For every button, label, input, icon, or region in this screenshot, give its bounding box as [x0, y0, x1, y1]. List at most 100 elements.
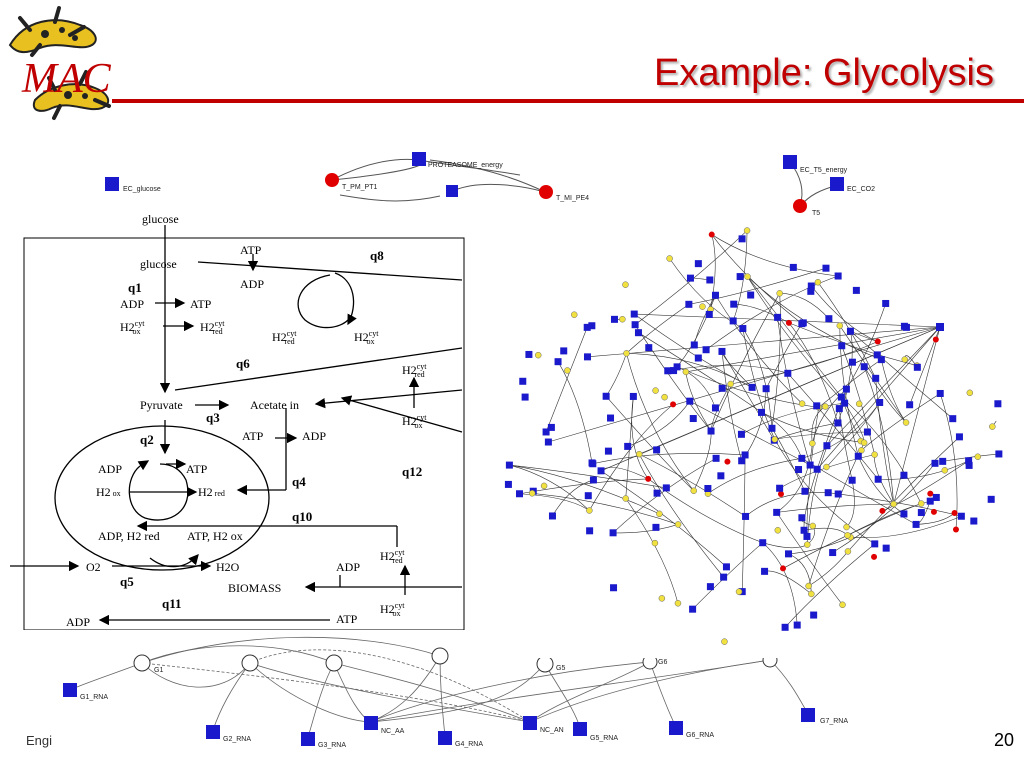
network-edge [592, 452, 746, 465]
network-node-square [776, 484, 784, 492]
network-node-square [741, 451, 749, 459]
node-label: NC_AN [540, 727, 564, 734]
network-edge [803, 469, 818, 531]
network-node-square [994, 400, 1002, 408]
network-node-circle [823, 463, 830, 471]
network-node-circle [805, 582, 812, 590]
network-node-square [781, 623, 789, 631]
network-node-square [834, 272, 842, 280]
network-node-square [939, 457, 947, 465]
network-edge [548, 326, 941, 443]
node-g1-rna [63, 683, 77, 697]
network-node-square [739, 325, 747, 333]
network-node-circle [528, 490, 536, 497]
network-edge [764, 570, 812, 595]
network-node-circle [721, 638, 728, 645]
glucose-label: glucose [140, 257, 177, 271]
node-g4-rna [438, 731, 452, 745]
network-edge [648, 478, 763, 543]
network-node-red [952, 526, 959, 533]
network-node-square [773, 508, 781, 516]
network-edge [808, 551, 849, 587]
reaction-q8-label: q8 [370, 248, 384, 263]
node-t-pm-pt1 [325, 173, 339, 187]
network-edge [693, 431, 712, 491]
network-node-circle [890, 500, 897, 508]
network-node-square [798, 514, 806, 522]
node-g4 [431, 647, 449, 665]
network-node-red [724, 458, 731, 465]
network-node-square [838, 342, 846, 350]
network-node-square [738, 235, 746, 243]
network-edge [776, 512, 843, 605]
network-node-square [801, 487, 809, 495]
network-edge [841, 396, 922, 504]
network-edge [626, 353, 694, 491]
network-edge [634, 324, 712, 432]
pyruvate-label: Pyruvate [140, 398, 183, 412]
network-node-square [789, 263, 797, 271]
network-edge [685, 326, 941, 373]
network-node-circle [814, 279, 822, 286]
network-edge [863, 366, 907, 423]
network-edge [801, 402, 880, 459]
network-edge [707, 458, 802, 494]
node-nc-aa [364, 716, 378, 730]
network-edge [626, 304, 690, 354]
network-node-circle [622, 281, 629, 288]
network-node-circle [917, 500, 925, 507]
network-node-square [670, 367, 678, 375]
network-node-square [718, 384, 726, 392]
network-node-red [951, 510, 958, 517]
network-node-circle [656, 510, 663, 518]
salamander-logo: MAC [8, 6, 112, 120]
network-node-circle [804, 541, 811, 548]
large-network-diagram [460, 215, 1024, 658]
network-node-circle [622, 495, 629, 502]
network-edge [721, 351, 775, 441]
network-node-circle [727, 380, 734, 388]
network-node-circle [809, 440, 816, 447]
node-label: G6_RNA [686, 732, 714, 739]
network-edge [715, 295, 803, 404]
network-edge [745, 492, 829, 517]
network-edge [882, 460, 969, 512]
network-node-square [707, 427, 715, 435]
network-node-circle [651, 539, 659, 547]
network-edge [545, 327, 588, 433]
network-node-square [583, 323, 591, 331]
network-node-square [624, 442, 632, 450]
network-node-square [736, 273, 744, 281]
network-node-square [900, 510, 908, 518]
adp-label: ADP [302, 429, 326, 443]
salamander-icon [8, 6, 111, 120]
network-edge [552, 479, 594, 517]
network-node-red [785, 319, 792, 326]
network-edge [626, 353, 753, 388]
pathway-frame [23, 237, 465, 630]
network-node-square [876, 398, 884, 406]
network-node-circle [690, 487, 697, 495]
network-node-circle [682, 368, 690, 376]
node-g1 [133, 654, 151, 672]
network-node-square [841, 399, 849, 407]
network-node-square [926, 497, 934, 505]
network-edge [788, 322, 839, 424]
network-node-square [955, 433, 963, 441]
network-node-square [504, 480, 512, 488]
network-node-square [519, 377, 527, 385]
adp-label: ADP [98, 462, 122, 476]
network-node-square [560, 347, 568, 355]
network-edge [826, 326, 941, 446]
network-node-square [874, 475, 882, 483]
network-node-square [900, 322, 908, 330]
network-node-square [653, 446, 661, 454]
acetate-label: Acetate in [250, 398, 299, 412]
network-node-square [799, 319, 807, 327]
network-node-square [758, 408, 766, 416]
network-edge [721, 351, 753, 388]
network-node-square [965, 457, 973, 465]
